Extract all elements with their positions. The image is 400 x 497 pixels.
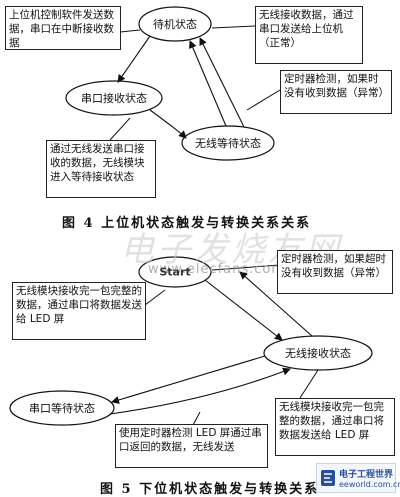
connector-note-module-led <box>144 289 166 306</box>
connector-note-timer <box>246 89 281 111</box>
eeworld-logo-url: eeworld.com.cn <box>339 480 400 489</box>
note-timer-check: 定时器检测，如果时没有收到数据（异常） <box>280 70 392 114</box>
note-timer-led-send: 使用定时器检测 LED 屏通过串口返回的数据，无线发送 <box>115 424 268 468</box>
arrow-standby-to-serial <box>117 35 151 83</box>
note-wireless-send: 通过无线发送串口接收的数据，无线模块进入等待接收状态 <box>46 140 156 198</box>
arrow-wireless-to-start <box>239 271 313 337</box>
arrow-wireless-to-standby-2 <box>199 37 245 128</box>
note-upper-software-send: 上位机控制软件发送数据，串口在中断接收数据 <box>5 6 121 50</box>
state-standby-label: 待机状态 <box>153 18 197 31</box>
state-wireless-receive-label: 无线接收状态 <box>285 347 351 360</box>
arrow-start-to-wireless <box>204 279 283 341</box>
eeworld-logo-name: 电子工程世界 <box>339 470 394 480</box>
arrow-wireless-to-serial-wait <box>111 355 266 404</box>
arrow-serial-wait-to-wireless <box>109 367 291 415</box>
eeworld-logo: 电子工程世界 eeworld.com.cn <box>316 463 400 493</box>
connector-note-wireless <box>211 25 256 29</box>
caption-figure-4: 图 4 上位机状态触发与转换关系关系 <box>62 216 312 231</box>
caption-figure-5: 图 5 下位机状态触发与转换关系 <box>100 482 320 497</box>
state-serial-wait-label: 串口等待状态 <box>29 402 95 415</box>
state-wireless-wait-label: 无线等待状态 <box>195 137 261 150</box>
note-module-receive-led: 无线模块接收完一包完整的数据，通过串口将数据发送给 LED 屏 <box>12 282 146 340</box>
state-wireless-wait-oval <box>181 125 275 161</box>
connector-note-module-led-2 <box>299 369 319 399</box>
arrow-serial-to-wireless <box>149 109 187 139</box>
note-module-receive-led-2: 无线模块接收完一包完整的数据，通过串口将数据发送给 LED 屏 <box>275 398 395 456</box>
state-serial-receive-oval <box>65 80 163 116</box>
state-start-oval <box>138 256 212 288</box>
arrow-wireless-to-standby-1 <box>189 40 227 127</box>
connector-note-send <box>109 117 131 141</box>
watermark-url: www.elecfans.com <box>148 262 286 277</box>
note-timer-timeout: 定时器检测，如果超时没有收到数据（异常） <box>277 250 393 294</box>
state-standby-oval <box>138 6 212 42</box>
eeworld-logo-icon <box>321 470 335 486</box>
note-wireless-receive: 无线接收数据，通过串口发送给上位机（正常） <box>255 6 363 64</box>
connector-note-timeout <box>211 264 281 271</box>
connector-note-upper <box>119 29 141 33</box>
state-start-label: Start <box>159 265 191 279</box>
state-serial-wait-oval <box>9 390 115 426</box>
state-serial-receive-label: 串口接收状态 <box>81 92 147 105</box>
